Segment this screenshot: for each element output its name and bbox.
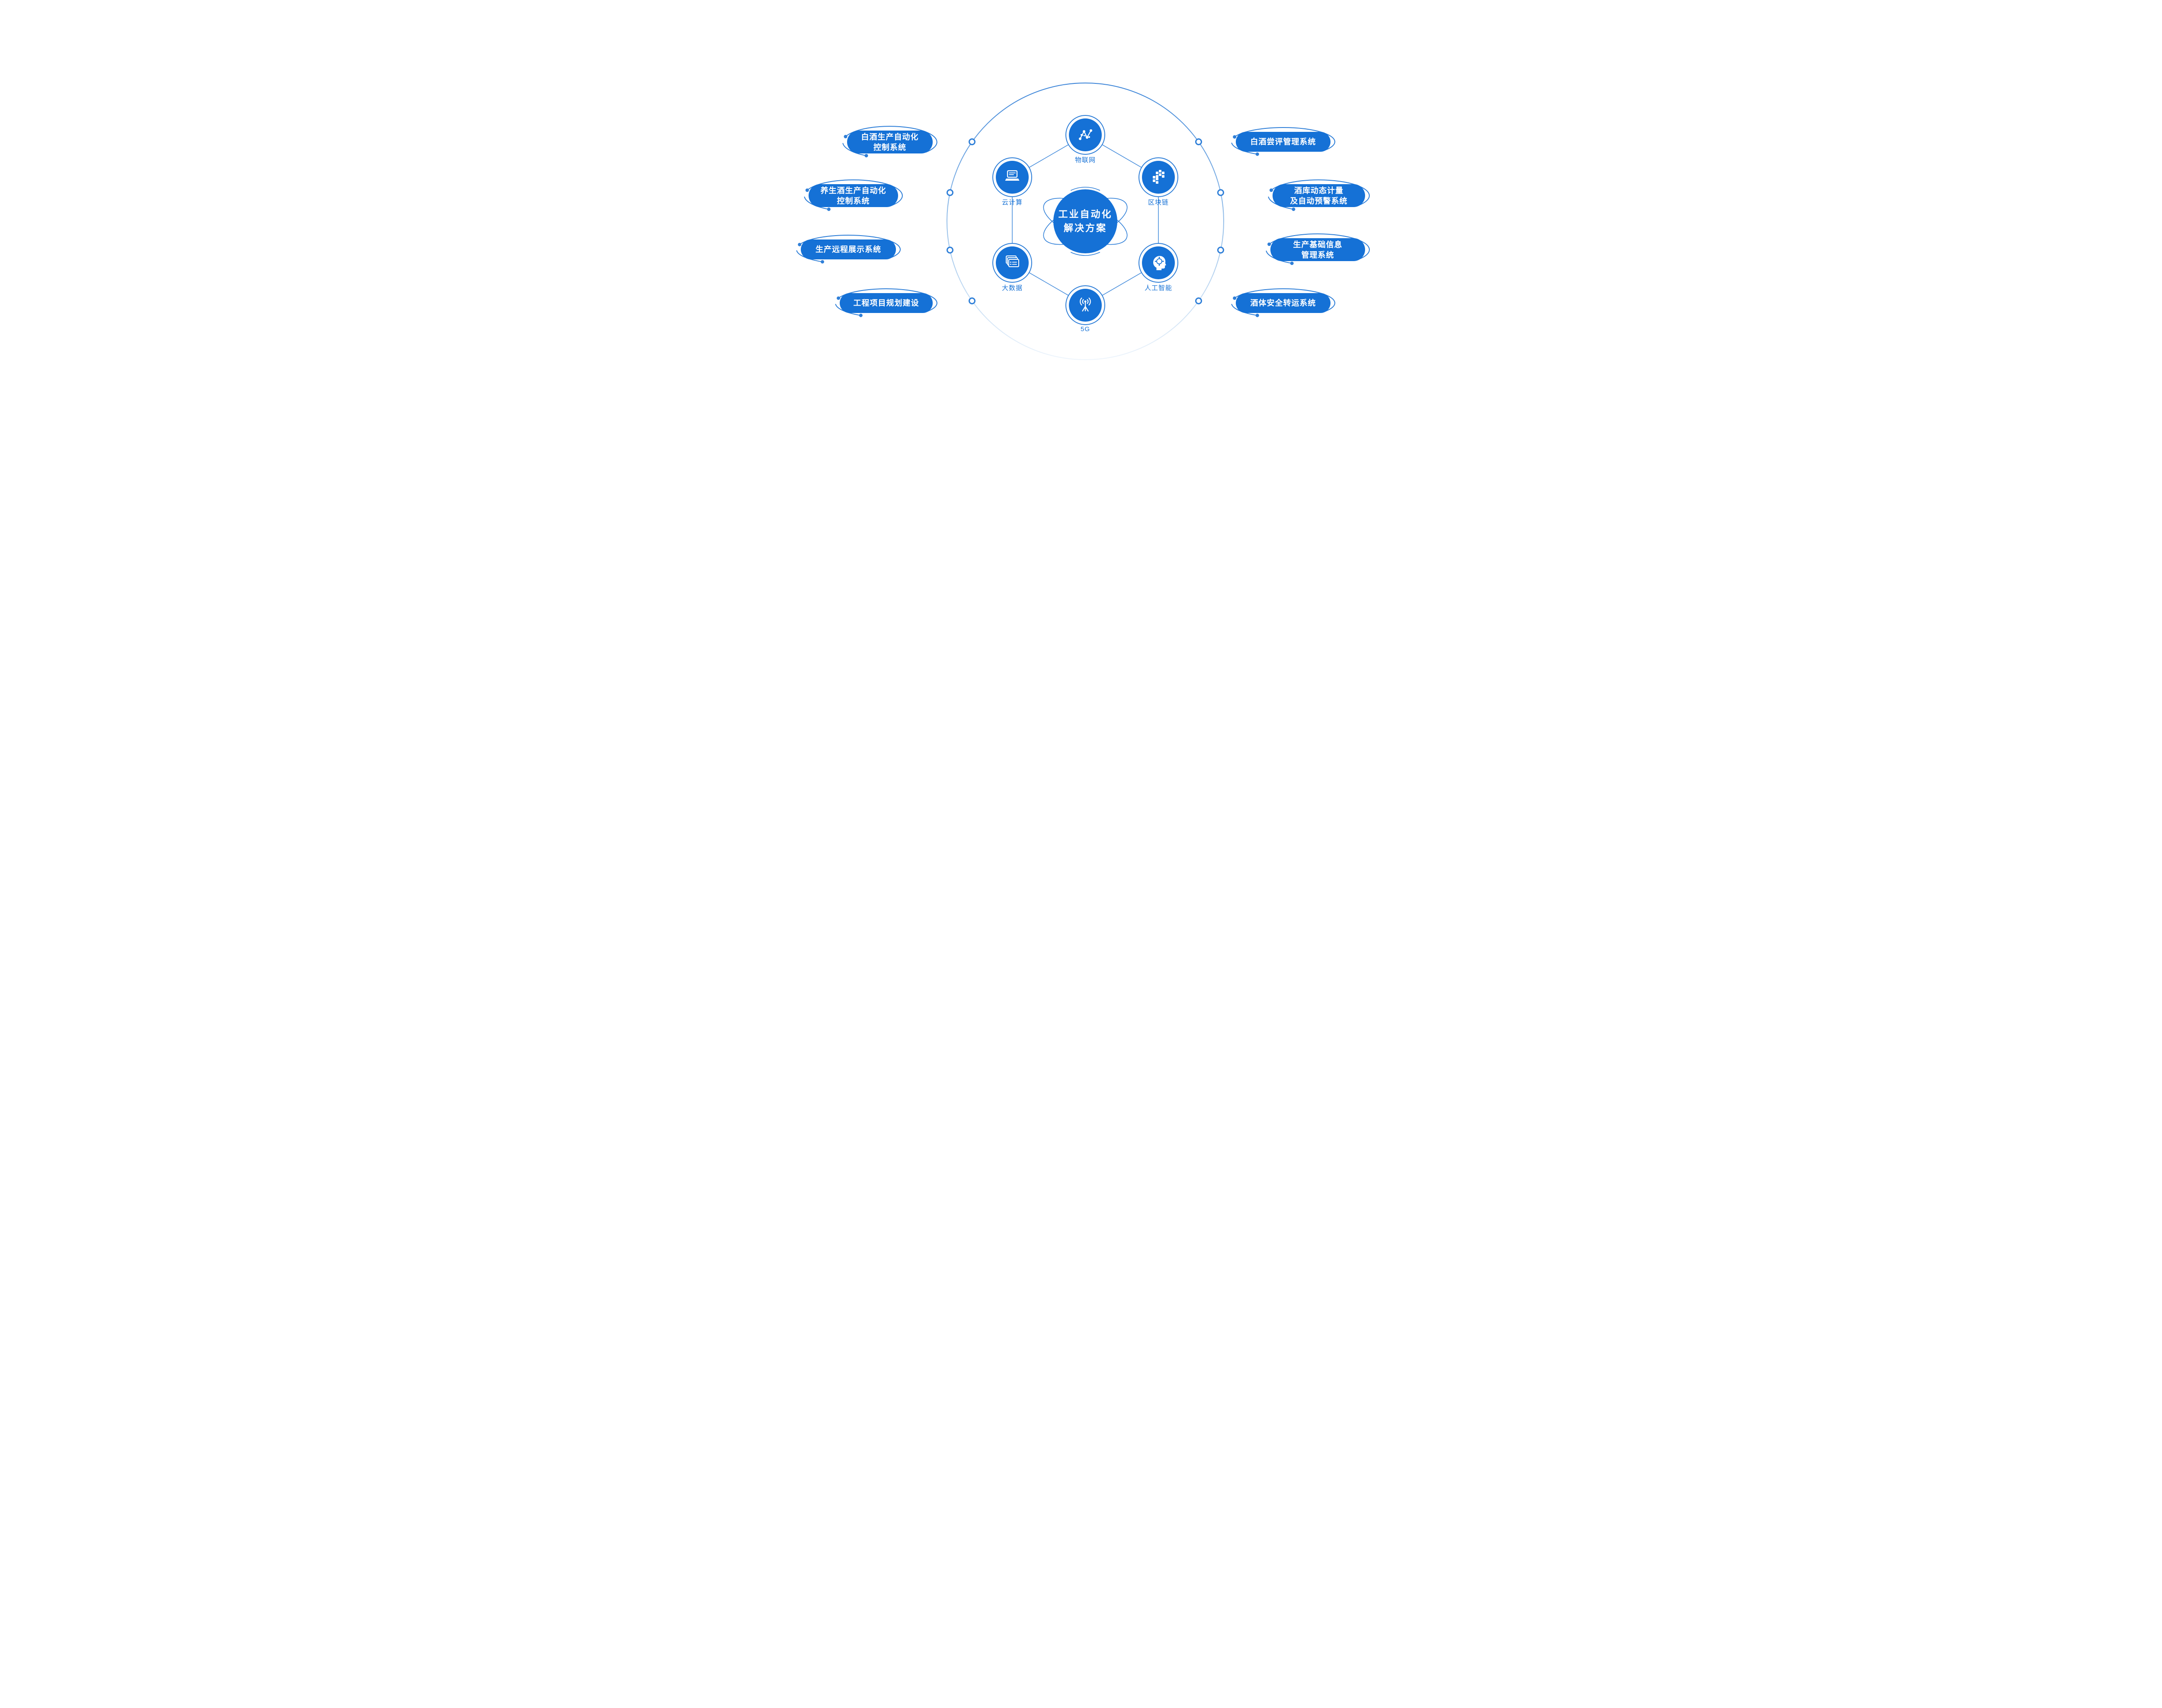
- orbit-arc-circle: [1051, 187, 1120, 256]
- node-ai-circle: [1142, 246, 1175, 279]
- pill-dot: [798, 243, 802, 246]
- node-blockchain-circle: [1142, 161, 1175, 194]
- ring-dot: [947, 246, 953, 254]
- industrial-automation-diagram: 工业自动化 解决方案 物联网: [747, 0, 1415, 438]
- right-item-3-line1: 生产基础信息: [1293, 240, 1343, 249]
- right-item-pill-3: 生产基础信息 管理系统: [1270, 238, 1365, 261]
- ring-dot: [969, 138, 975, 145]
- pill-arc: [806, 179, 903, 206]
- pill-dot: [1267, 243, 1271, 246]
- pill-arc: [842, 143, 867, 156]
- left-item-pill-3: 生产远程展示系统: [801, 239, 896, 259]
- left-item-pill-4: 工程项目规划建设: [840, 293, 933, 313]
- pill-dot: [1270, 188, 1273, 192]
- pill-arc: [799, 234, 901, 259]
- node-blockchain: [1139, 157, 1178, 197]
- right-item-pill-1: 白酒尝评管理系统: [1236, 132, 1330, 152]
- outer-ring-dots: [947, 138, 1224, 304]
- pill-dot: [1290, 262, 1294, 265]
- center-title-line1: 工业自动化: [1058, 209, 1113, 220]
- pill-arc: [845, 126, 937, 153]
- pill-dot: [844, 135, 848, 138]
- ring-dot: [1195, 138, 1202, 145]
- node-cloud-circle: [996, 161, 1029, 194]
- pill-dot: [1233, 296, 1237, 300]
- bigdata-icon: [1006, 255, 1019, 267]
- left-item-pill-1: 白酒生产自动化 控制系统: [847, 131, 933, 153]
- pill-dot: [1233, 135, 1237, 139]
- pill-decoration-arcs: [796, 126, 1370, 316]
- ai-icon: [1153, 256, 1166, 270]
- pill-dot: [827, 208, 831, 211]
- pill-dot: [859, 313, 863, 317]
- node-bigdata-label: 大数据: [1001, 284, 1023, 292]
- ring-dot: [969, 297, 975, 304]
- left-item-4-line1: 工程项目规划建设: [853, 299, 919, 307]
- cloud-computing-icon: [1005, 170, 1020, 181]
- ring-dot: [1217, 246, 1224, 254]
- left-item-pill-2: 养生酒生产自动化 控制系统: [809, 184, 898, 207]
- left-item-2-line1: 养生酒生产自动化: [820, 186, 886, 195]
- pill-arc: [1234, 127, 1335, 152]
- node-iot-circle: [1069, 118, 1102, 151]
- node-bigdata: [992, 243, 1032, 283]
- node-ai: [1139, 243, 1178, 283]
- right-item-pill-4: 酒体安全转运系统: [1236, 293, 1330, 313]
- pill-arc: [838, 288, 937, 313]
- right-item-pill-2: 酒库动态计量 及自动预警系统: [1273, 184, 1365, 207]
- node-blockchain-label: 区块链: [1148, 199, 1169, 206]
- left-item-2-line2: 控制系统: [837, 196, 870, 205]
- ring-dot: [947, 189, 953, 196]
- outer-ring: [947, 83, 1224, 360]
- node-ai-label: 人工智能: [1144, 284, 1172, 292]
- pill-dot: [821, 260, 824, 264]
- right-item-2-line1: 酒库动态计量: [1294, 186, 1343, 195]
- node-5g: [1065, 285, 1105, 325]
- pill-arc: [1234, 288, 1335, 313]
- ring-dot: [1217, 189, 1224, 196]
- blockchain-icon: [1153, 170, 1164, 184]
- right-item-3-line2: 管理系统: [1301, 250, 1334, 259]
- left-item-1-line1: 白酒生产自动化: [861, 132, 919, 141]
- right-item-1-line1: 白酒尝评管理系统: [1250, 137, 1316, 146]
- node-bigdata-circle: [996, 246, 1029, 279]
- pill-dot: [1292, 208, 1295, 211]
- left-item-1-line2: 控制系统: [873, 143, 906, 152]
- node-cloud-label: 云计算: [1001, 199, 1023, 206]
- 5g-antenna-icon: [1080, 297, 1091, 312]
- node-iot-label: 物联网: [1075, 156, 1096, 164]
- node-5g-circle: [1069, 289, 1102, 322]
- pill-dot: [805, 188, 809, 192]
- pill-arc: [1269, 233, 1370, 260]
- node-5g-label: 5G: [1080, 326, 1090, 333]
- center-title-circle: 工业自动化 解决方案: [1053, 189, 1117, 253]
- pill-dot: [864, 154, 868, 158]
- pill-decoration-dots: [798, 135, 1295, 317]
- center-title-line2: 解决方案: [1063, 223, 1107, 233]
- pill-dot: [1255, 313, 1259, 317]
- right-item-4-line1: 酒体安全转运系统: [1250, 299, 1316, 307]
- pill-arc: [1271, 179, 1370, 206]
- node-cloud: [992, 157, 1032, 197]
- left-item-3-line1: 生产远程展示系统: [816, 245, 881, 254]
- iot-icon: [1079, 129, 1092, 140]
- pill-dot: [837, 296, 840, 300]
- pill-dot: [1255, 152, 1259, 156]
- ring-dot: [1195, 297, 1202, 304]
- right-item-2-line2: 及自动预警系统: [1290, 196, 1348, 205]
- node-iot: [1065, 115, 1105, 155]
